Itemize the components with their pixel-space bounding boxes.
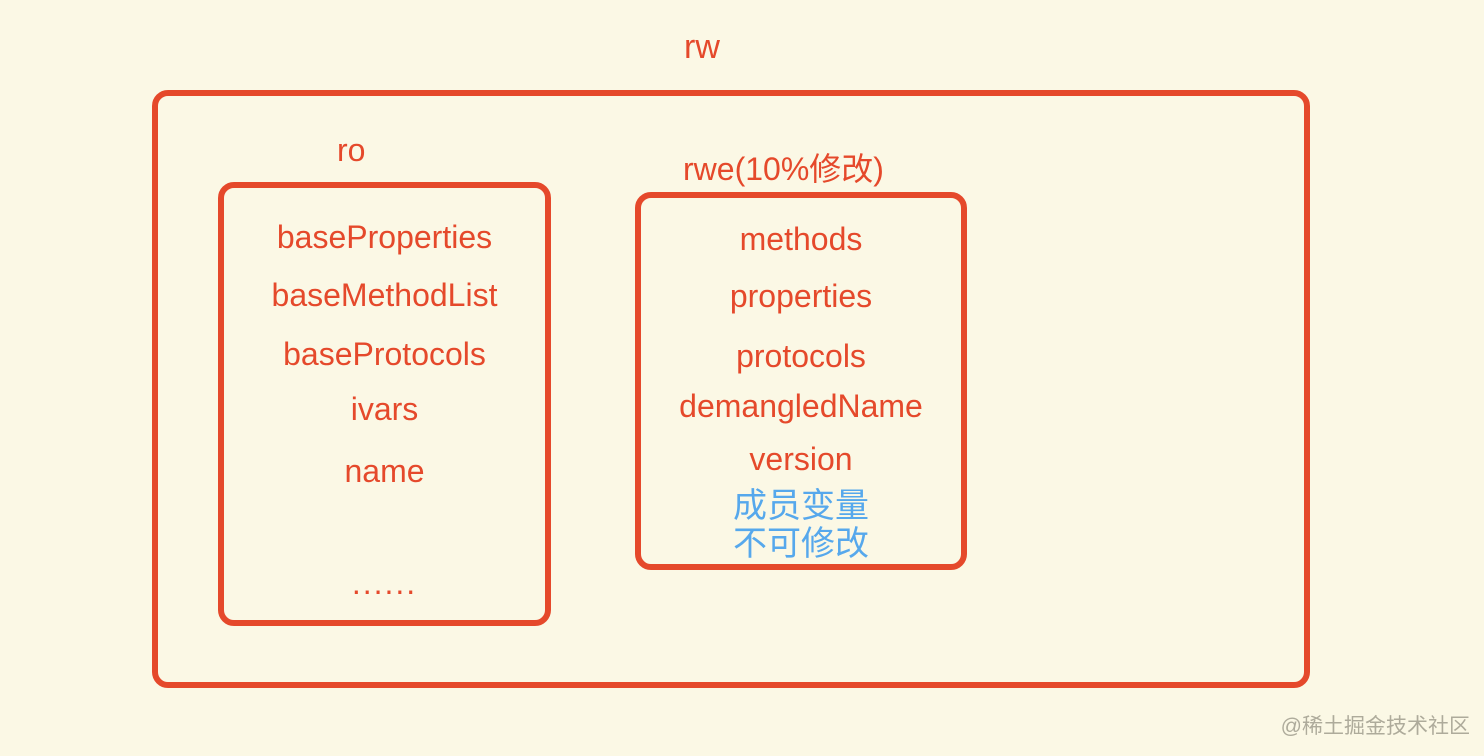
rwe-item: demangledName [679,388,923,424]
ro-item: baseMethodList [271,277,498,313]
ro-box: baseProperties baseMethodList baseProtoc… [218,182,551,626]
rw-title: rw [684,28,720,66]
rwe-item: methods [739,221,863,257]
ro-item: ivars [350,391,419,427]
ro-item: name [344,453,425,489]
rwe-note-line: 成员变量 [733,487,869,525]
rwe-item: protocols [736,338,866,374]
rwe-item: properties [729,278,873,314]
rwe-item: version [749,441,853,477]
rwe-note-line: 不可修改 [733,525,869,563]
watermark: @稀土掘金技术社区 [1280,715,1470,738]
rwe-label: rwe(10%修改) [683,151,884,187]
rwe-box: methods properties protocols demangledNa… [635,192,967,570]
ro-item: baseProtocols [283,336,486,372]
ro-item-ellipsis: ...... [351,565,418,601]
ro-label: ro [337,132,366,168]
ro-item: baseProperties [276,219,493,255]
rw-box [152,90,1310,688]
